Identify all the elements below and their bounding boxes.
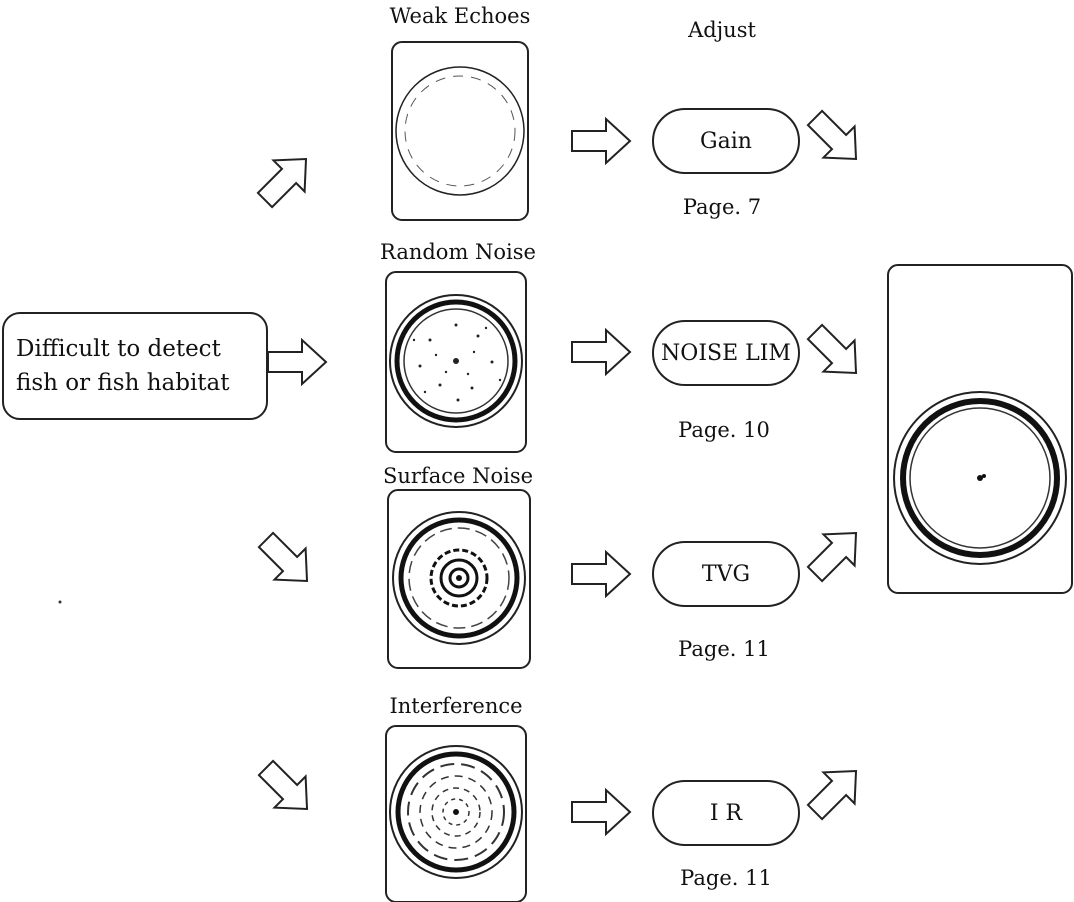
hollow-arrow-down-right-icon <box>249 751 324 826</box>
hollow-arrow-right-icon <box>267 339 327 385</box>
hollow-arrow-up-right-icon <box>798 516 873 591</box>
hollow-arrow-up-right-icon <box>798 754 873 829</box>
hollow-arrow-right-icon <box>571 118 631 164</box>
noise-lim-control: NOISE LIM <box>652 320 800 386</box>
start-box: Difficult to detect fish or fish habitat <box>2 312 268 420</box>
noise-lim-page-ref: Page. 10 <box>678 418 770 442</box>
stray-dot <box>58 600 62 604</box>
gain-page-ref: Page. 7 <box>682 195 762 219</box>
random-noise-scope-icon <box>389 294 523 428</box>
tvg-control: TVG <box>652 541 800 607</box>
interference-scope-icon <box>389 745 523 879</box>
start-line-2: fish or fish habitat <box>16 370 230 396</box>
hollow-arrow-up-right-icon <box>248 142 323 217</box>
gain-control: Gain <box>652 108 800 174</box>
weak-echoes-label: Weak Echoes <box>389 4 531 28</box>
random-noise-label: Random Noise <box>380 240 536 264</box>
hollow-arrow-right-icon <box>571 329 631 375</box>
interference-label: Interference <box>389 694 523 718</box>
hollow-arrow-down-right-icon <box>798 101 873 176</box>
result-panel <box>887 264 1073 594</box>
result-scope-icon <box>893 391 1067 565</box>
weak-echoes-panel <box>391 41 529 221</box>
weak-echoes-scope-icon <box>395 66 525 196</box>
hollow-arrow-right-icon <box>571 551 631 597</box>
hollow-arrow-down-right-icon <box>798 315 873 390</box>
hollow-arrow-right-icon <box>571 789 631 835</box>
ir-page-ref: Page. 11 <box>680 866 772 890</box>
surface-noise-label: Surface Noise <box>382 464 534 488</box>
surface-noise-scope-icon <box>392 511 526 645</box>
ir-control: I R <box>652 780 800 846</box>
tvg-page-ref: Page. 11 <box>678 637 770 661</box>
start-line-1: Difficult to detect <box>16 336 221 362</box>
hollow-arrow-down-right-icon <box>249 523 324 598</box>
adjust-heading: Adjust <box>688 18 756 42</box>
